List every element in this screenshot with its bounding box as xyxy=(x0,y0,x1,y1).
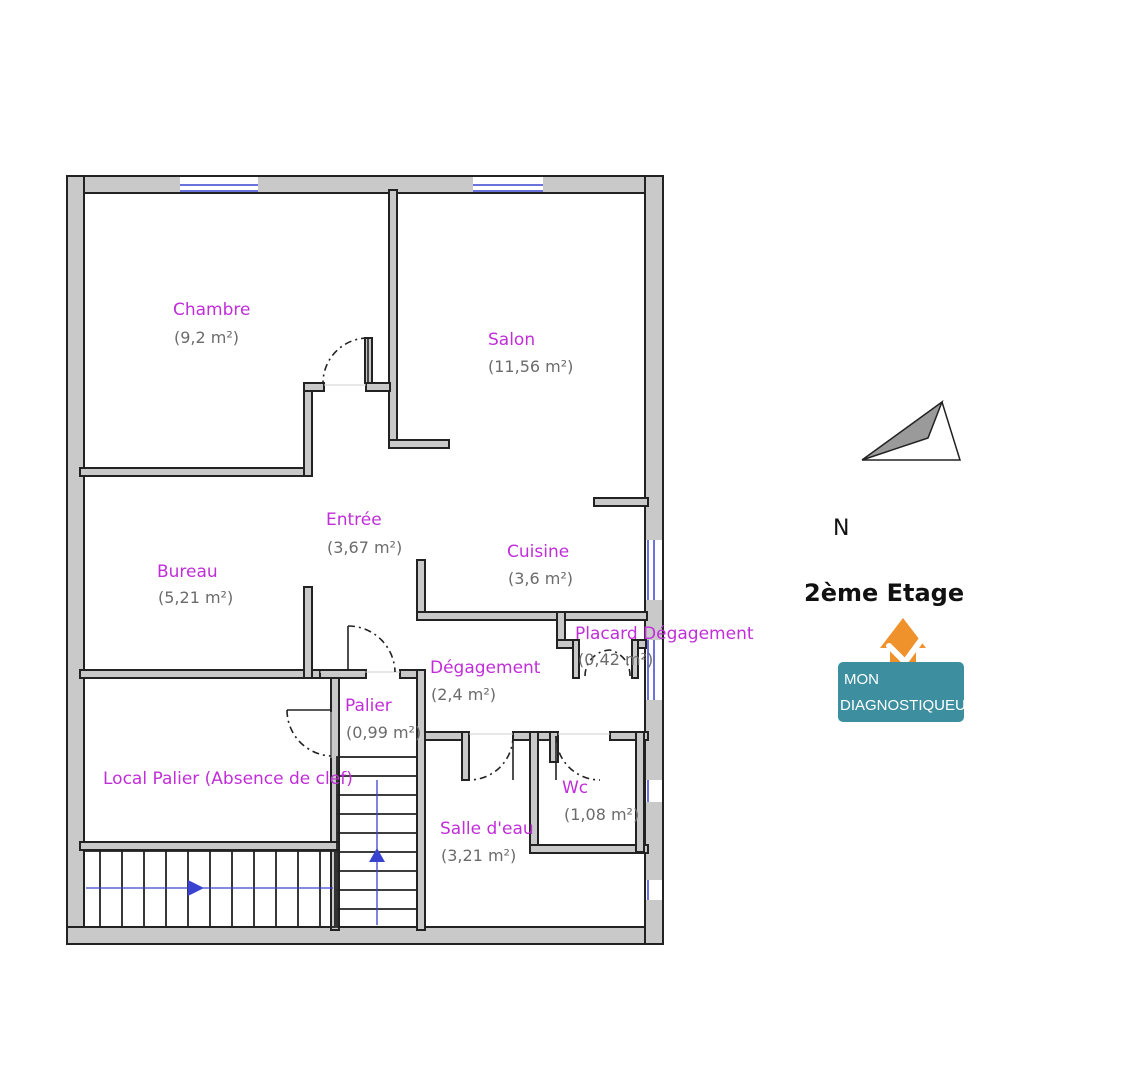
room-labels: Chambre (9,2 m²) Salon (11,56 m²) Entrée… xyxy=(103,300,754,865)
stair-horizontal xyxy=(83,850,336,928)
room-name-degagement: Dégagement xyxy=(430,658,541,678)
room-area-entree: (3,67 m²) xyxy=(327,538,402,557)
room-name-bureau: Bureau xyxy=(157,562,218,582)
doors xyxy=(286,337,631,781)
room-name-chambre: Chambre xyxy=(173,300,251,320)
north-arrow-icon xyxy=(861,399,944,461)
room-area-degagement: (2,4 m²) xyxy=(431,685,496,704)
exterior-walls xyxy=(66,175,664,945)
room-area-palier: (0,99 m²) xyxy=(346,723,421,742)
wall-left xyxy=(66,175,85,945)
room-name-palier: Palier xyxy=(345,696,392,716)
room-area-salle-eau: (3,21 m²) xyxy=(441,846,516,865)
door-thresholds xyxy=(320,384,610,758)
stair-up-arrow xyxy=(369,848,385,862)
mon-diagnostiqueur-logo: MON DIAGNOSTIQUEUR xyxy=(838,618,977,722)
room-name-salle-eau: Salle d'eau xyxy=(440,819,534,839)
room-name-local: Local Palier (Absence de clef) xyxy=(103,769,353,789)
stair-right-arrow xyxy=(188,880,204,896)
stair-vertical xyxy=(336,756,418,928)
wall-bottom xyxy=(66,926,664,945)
room-area-cuisine: (3,6 m²) xyxy=(508,569,573,588)
room-area-salon: (11,56 m²) xyxy=(488,357,573,376)
room-name-wc: Wc xyxy=(562,778,588,798)
room-area-bureau: (5,21 m²) xyxy=(158,588,233,607)
room-area-wc: (1,08 m²) xyxy=(564,805,639,824)
interior-walls xyxy=(79,189,649,931)
room-name-cuisine: Cuisine xyxy=(507,542,569,562)
room-area-placard: (0,42 m²) xyxy=(578,650,653,669)
floor-title: 2ème Etage xyxy=(804,579,964,607)
room-name-placard: Placard Dégagement xyxy=(575,624,754,644)
windows xyxy=(180,177,662,900)
room-name-entree: Entrée xyxy=(326,510,382,530)
logo-badge xyxy=(838,662,964,722)
logo-text-line2: DIAGNOSTIQUEUR xyxy=(840,697,977,714)
room-area-chambre: (9,2 m²) xyxy=(174,328,239,347)
wall-chambre-salon xyxy=(388,189,398,449)
north-arrow: N xyxy=(833,399,962,541)
wall-top xyxy=(66,175,664,194)
north-label: N xyxy=(833,516,849,541)
logo-text-line1: MON xyxy=(844,671,879,688)
room-name-salon: Salon xyxy=(488,330,535,350)
